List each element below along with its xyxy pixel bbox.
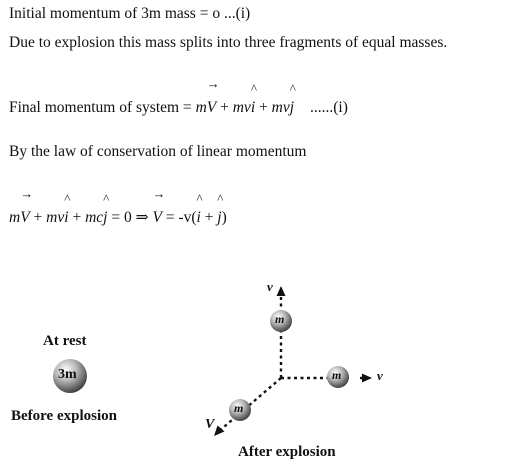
velocity-vector-symbol: V bbox=[152, 209, 162, 226]
term-mv-j: mv bbox=[271, 99, 290, 116]
plus-sign: + bbox=[200, 209, 218, 226]
velocity-right-label: v bbox=[377, 368, 383, 383]
ball-m-right-label: m bbox=[332, 368, 342, 382]
explosion-description-line: Due to explosion this mass splits into t… bbox=[9, 34, 448, 51]
unit-hat: ^ bbox=[103, 191, 110, 206]
term-mc-j: mc bbox=[85, 209, 104, 226]
before-explosion-caption: Before explosion bbox=[11, 408, 117, 424]
term-mv-i: mv bbox=[232, 99, 251, 116]
after-explosion-caption: After explosion bbox=[238, 444, 336, 460]
mass-symbol: m bbox=[195, 99, 207, 116]
ball-m-diagonal bbox=[229, 399, 251, 421]
initial-momentum-line: Initial momentum of 3m mass = o ...(i) bbox=[9, 5, 251, 22]
unit-i-symbol: i bbox=[250, 99, 256, 116]
unit-j-symbol: j bbox=[217, 209, 222, 226]
unit-i-symbol: i bbox=[196, 209, 201, 226]
ball-m-diagonal-label: m bbox=[234, 401, 244, 415]
plus-sign: + bbox=[255, 99, 272, 116]
velocity-vector-symbol: V bbox=[206, 99, 217, 116]
up-arrowhead-icon bbox=[276, 286, 286, 296]
velocity-vector-symbol: V bbox=[20, 209, 30, 226]
equals-implies: = 0 ⇒ bbox=[107, 209, 153, 226]
conservation-law-line: By the law of conservation of linear mom… bbox=[9, 143, 307, 160]
ball-3m-label: 3m bbox=[58, 367, 77, 382]
unit-j-symbol: j bbox=[103, 209, 108, 226]
plus-sign: + bbox=[216, 99, 233, 116]
mass-symbol: m bbox=[9, 209, 21, 226]
term-mv-i: mv bbox=[46, 209, 65, 226]
unit-hat: ^ bbox=[64, 191, 71, 206]
unit-j-symbol: j bbox=[289, 99, 295, 116]
plus-sign: + bbox=[68, 209, 86, 226]
final-momentum-prefix: Final momentum of system = bbox=[9, 99, 196, 116]
at-rest-label: At rest bbox=[43, 333, 87, 349]
vector-arrow: → bbox=[20, 186, 34, 201]
right-arrowhead-icon bbox=[362, 373, 372, 383]
unit-i-symbol: i bbox=[64, 209, 69, 226]
result-suffix: ) bbox=[221, 209, 227, 226]
ball-m-right bbox=[327, 366, 349, 388]
diagonal-arrowhead-icon bbox=[214, 425, 225, 436]
result-prefix: -v( bbox=[178, 209, 197, 226]
unit-hat: ^ bbox=[196, 191, 203, 206]
plus-sign: + bbox=[29, 209, 47, 226]
ball-3m bbox=[53, 359, 87, 393]
equation-number: ......(i) bbox=[310, 99, 348, 116]
unit-hat: ^ bbox=[250, 81, 257, 96]
ball-m-up bbox=[270, 310, 292, 332]
final-momentum-equation: Final momentum of system = m→V + mv^i + … bbox=[9, 76, 348, 117]
velocity-up-label: v bbox=[267, 279, 273, 294]
unit-hat: ^ bbox=[289, 81, 296, 96]
conservation-equation: m→V + mv^i + mc^j = 0 ⇒ →V = -v(^i + ^j) bbox=[9, 186, 227, 227]
ball-m-up-label: m bbox=[275, 312, 285, 326]
equals-sign: = bbox=[161, 209, 179, 226]
velocity-diagonal-label: V bbox=[205, 417, 215, 432]
unit-hat: ^ bbox=[217, 191, 224, 206]
